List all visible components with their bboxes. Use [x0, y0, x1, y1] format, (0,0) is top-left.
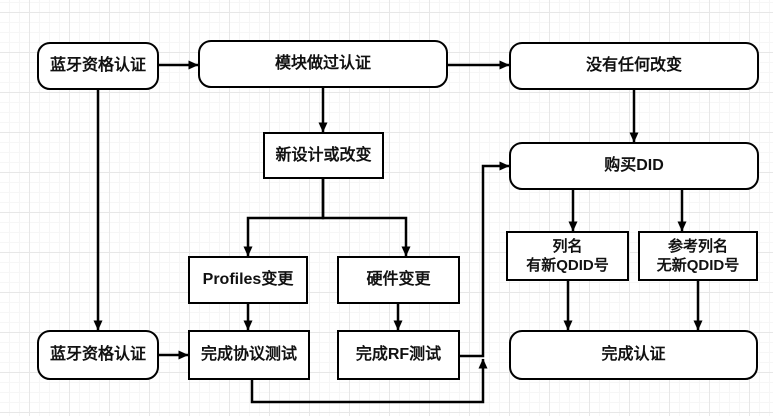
- node-certification-complete: 完成认证: [509, 330, 758, 380]
- node-label-line1: 列名: [552, 238, 583, 255]
- node-label: 购买DID: [604, 157, 664, 175]
- node-rf-test-complete: 完成RF测试: [337, 330, 460, 380]
- node-label: 新设计或改变: [275, 146, 372, 164]
- node-module-certified: 模块做过认证: [198, 40, 448, 88]
- node-label: 完成认证: [601, 346, 666, 364]
- connector-rf_test-to-buy_did: [460, 161, 510, 358]
- node-label: 模块做过认证: [274, 55, 371, 73]
- node-new-design-or-change: 新设计或改变: [263, 132, 384, 179]
- node-bluetooth-qualification-bottom: 蓝牙资格认证: [37, 330, 159, 380]
- node-label: 完成RF测试: [355, 346, 442, 364]
- node-label-line2: 有新QDID号: [526, 257, 609, 274]
- connector-new_design-to-profiles_change: [243, 179, 325, 257]
- node-label: Profiles变更: [202, 271, 294, 289]
- node-label: 没有任何改变: [585, 57, 682, 75]
- node-hardware-change: 硬件变更: [337, 256, 460, 304]
- node-listed-new-qdid: 列名 有新QDID号: [506, 231, 629, 281]
- node-label: 蓝牙资格认证: [49, 57, 146, 75]
- node-label-line1: 参考列名: [667, 238, 728, 255]
- node-reference-listing-no-qdid: 参考列名 无新QDID号: [638, 231, 758, 281]
- node-bluetooth-qualification-top: 蓝牙资格认证: [37, 42, 159, 90]
- node-label: 完成协议测试: [200, 346, 297, 364]
- node-label: 硬件变更: [366, 271, 431, 289]
- node-label: 蓝牙资格认证: [49, 346, 146, 364]
- node-profiles-change: Profiles变更: [188, 256, 308, 304]
- connector-new_design-to-hardware_change: [321, 179, 411, 257]
- node-no-changes: 没有任何改变: [509, 42, 759, 90]
- node-protocol-test-complete: 完成协议测试: [188, 330, 310, 380]
- node-buy-did: 购买DID: [509, 142, 759, 190]
- node-label-line2: 无新QDID号: [656, 257, 740, 274]
